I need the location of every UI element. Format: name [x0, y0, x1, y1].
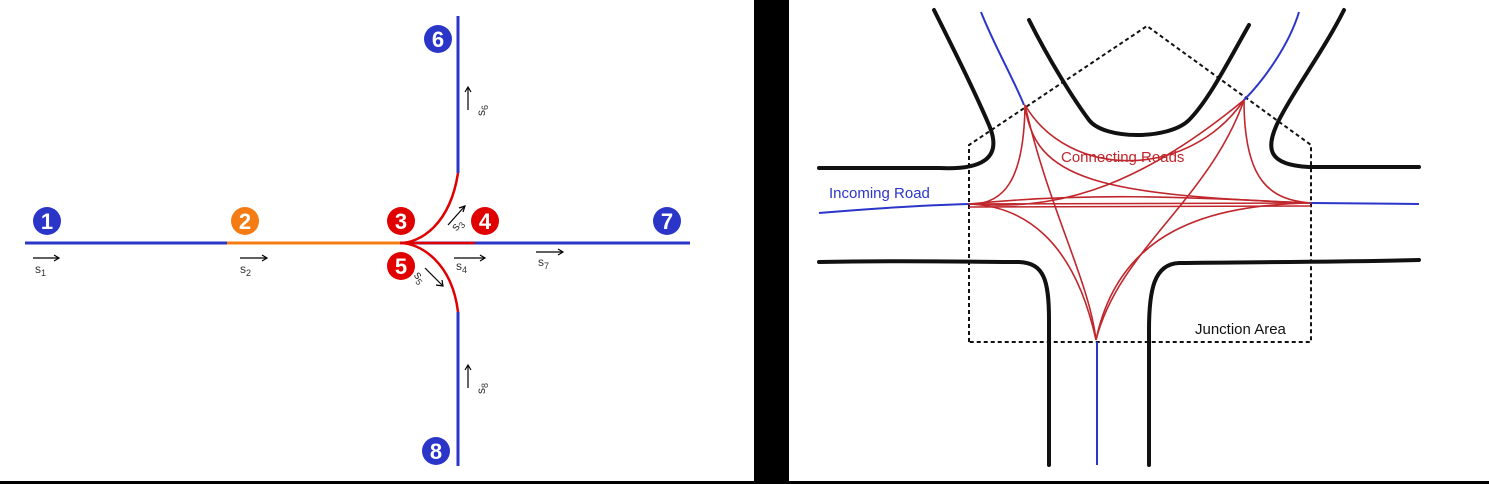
junction-area-boundary: [968, 24, 1312, 343]
svg-text:8: 8: [430, 439, 442, 464]
node-4: 4: [471, 207, 499, 235]
direction-arrows: [33, 85, 565, 388]
node-3: 3: [387, 207, 415, 235]
svg-text:7: 7: [661, 209, 673, 234]
node-7: 7: [653, 207, 681, 235]
lane-center-lines: [818, 11, 1420, 465]
arc-label-4: s4: [456, 259, 467, 275]
node-6: 6: [424, 25, 452, 53]
junction-diagram-panel: Incoming Road Connecting Roads Junction …: [789, 0, 1489, 481]
svg-text:2: 2: [239, 209, 251, 234]
connecting-roads-label: Connecting Roads: [1061, 149, 1184, 166]
road-network-graph: s1 s2 s3 s4 s5 s6 s7 s8 1 2 3 4 5: [25, 16, 690, 466]
arc-label-7: s7: [538, 255, 549, 271]
svg-text:5: 5: [395, 254, 407, 279]
svg-text:6: 6: [432, 27, 444, 52]
node-5: 5: [387, 252, 415, 280]
node-2: 2: [231, 207, 259, 235]
road-edges: [817, 8, 1421, 467]
arc-label-6: s6: [474, 105, 490, 116]
svg-text:4: 4: [479, 209, 492, 234]
incoming-road-label: Incoming Road: [829, 185, 930, 202]
node-1: 1: [33, 207, 61, 235]
junction-area-label: Junction Area: [1195, 321, 1287, 338]
svg-text:1: 1: [41, 209, 53, 234]
junction-diagram: Incoming Road Connecting Roads Junction …: [817, 8, 1421, 467]
arc-label-8: s8: [474, 383, 490, 394]
node-8: 8: [422, 437, 450, 465]
svg-text:3: 3: [395, 209, 407, 234]
arc-label-2: s2: [240, 262, 251, 278]
road-network-graph-panel: s1 s2 s3 s4 s5 s6 s7 s8 1 2 3 4 5: [0, 0, 754, 481]
arc-label-3: s3: [448, 216, 467, 235]
connecting-roads: [968, 99, 1312, 341]
arc-label-1: s1: [35, 262, 46, 278]
